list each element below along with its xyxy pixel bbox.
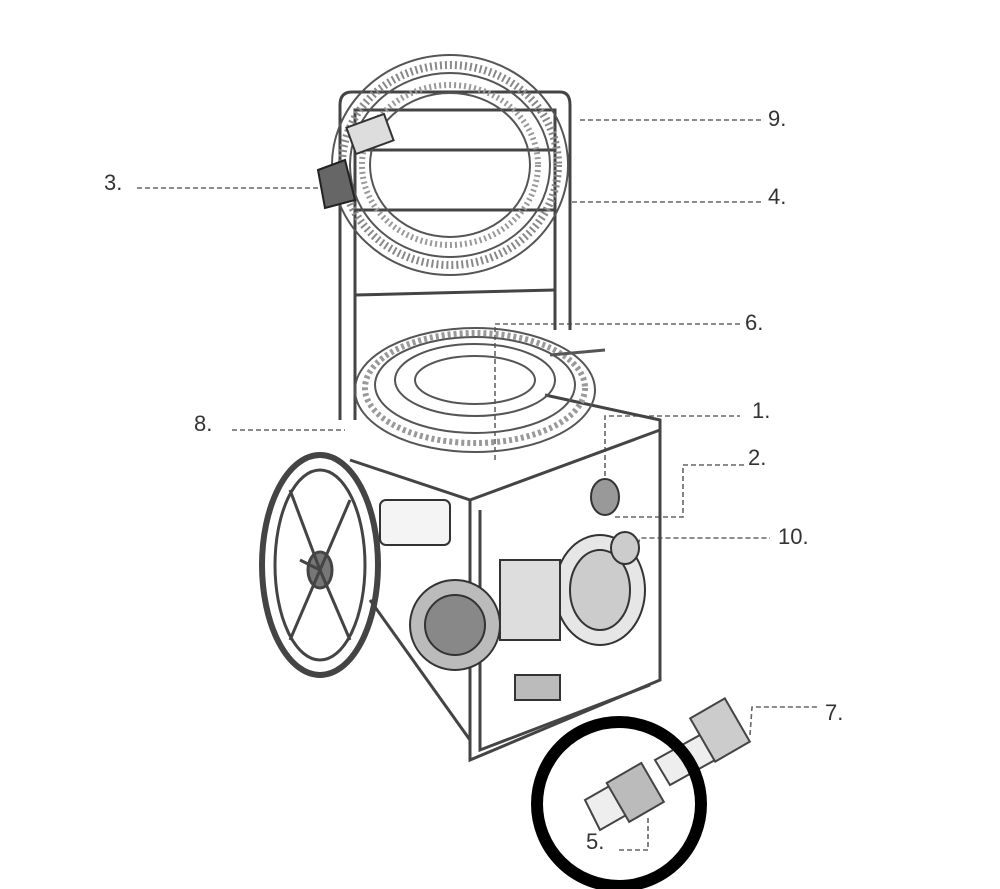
leader-2 [615,464,745,518]
engine-pump [379,478,646,701]
wheel [259,452,381,678]
leader-6 [494,323,740,460]
callout-3: 3. [104,170,123,195]
leader-1 [604,415,740,500]
leader-5 [616,818,649,851]
leader-7 [749,706,818,736]
cart-frame [338,90,662,763]
callout-1: 1. [752,398,771,423]
discharge-hose-coil [354,327,606,453]
callout-7: 7. [825,700,844,725]
callout-5: 5. [586,829,605,854]
callout-6: 6. [745,310,764,335]
suction-hose-coil [331,54,569,276]
callout-2: 2. [748,445,767,470]
leader-10 [635,537,770,553]
highlight-circle [531,716,707,889]
callout-8: 8. [194,411,213,436]
strainer [316,112,395,210]
callout-10: 10. [778,524,809,549]
callout-4: 4. [768,184,787,209]
callout-9: 9. [768,106,787,131]
